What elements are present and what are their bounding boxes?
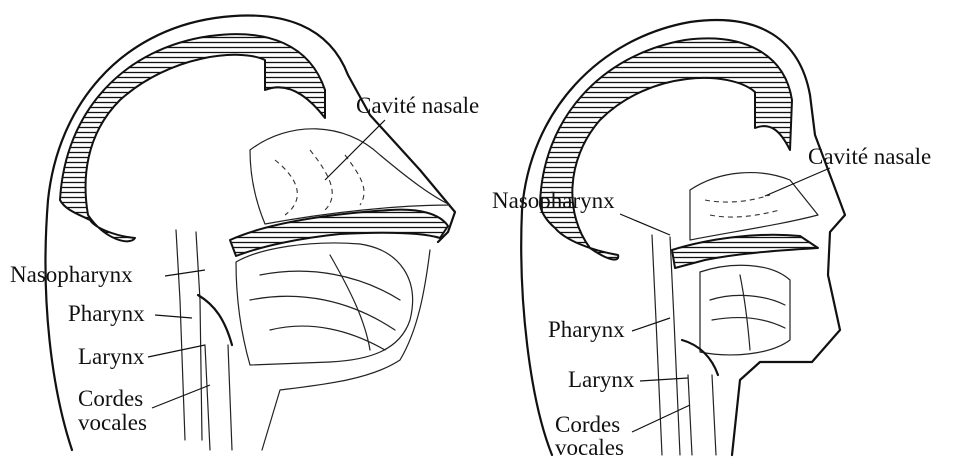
left-turbinates [275,150,364,215]
right-label-nasal-cavity: Cavité nasale [808,144,931,169]
right-leader-nasal-cavity [765,168,830,196]
right-tongue-fibers [710,275,785,350]
right-tongue-outline [700,265,790,355]
left-skull [60,34,325,241]
right-label-vocal-cords-line1: Cordes [555,412,620,437]
left-jaw-neck [262,250,430,450]
left-label-vocal-cords-line2: vocales [78,410,147,435]
right-leader-larynx [640,378,688,381]
right-leader-nasopharynx [620,214,670,235]
left-leader-pharynx [155,315,192,318]
left-tongue-outline [236,243,413,365]
right-turbinates [705,195,780,217]
left-head-figure [45,15,455,450]
left-label-nasopharynx: Nasopharynx [10,262,133,287]
right-skull [540,38,792,259]
right-leader-pharynx [632,318,670,331]
left-epiglottis [198,295,232,345]
left-label-vocal-cords-line1: Cordes [78,386,143,411]
left-nasal-region [250,129,450,224]
left-tongue-fibers [250,255,400,350]
right-label-vocal-cords-line2: vocales [555,435,624,460]
left-spine [176,230,202,440]
right-label-larynx: Larynx [568,367,635,392]
right-nasal-region [690,173,818,240]
right-label-pharynx: Pharynx [548,317,625,342]
left-leader-larynx [148,345,205,357]
right-label-nasopharynx: Nasopharynx [492,188,615,213]
left-leader-nasal-cavity [325,120,385,180]
left-larynx-tube [205,345,232,450]
left-label-pharynx: Pharynx [68,301,145,326]
left-label-nasal-cavity: Cavité nasale [356,93,479,118]
right-larynx-tube [688,375,716,455]
left-label-larynx: Larynx [78,344,145,369]
